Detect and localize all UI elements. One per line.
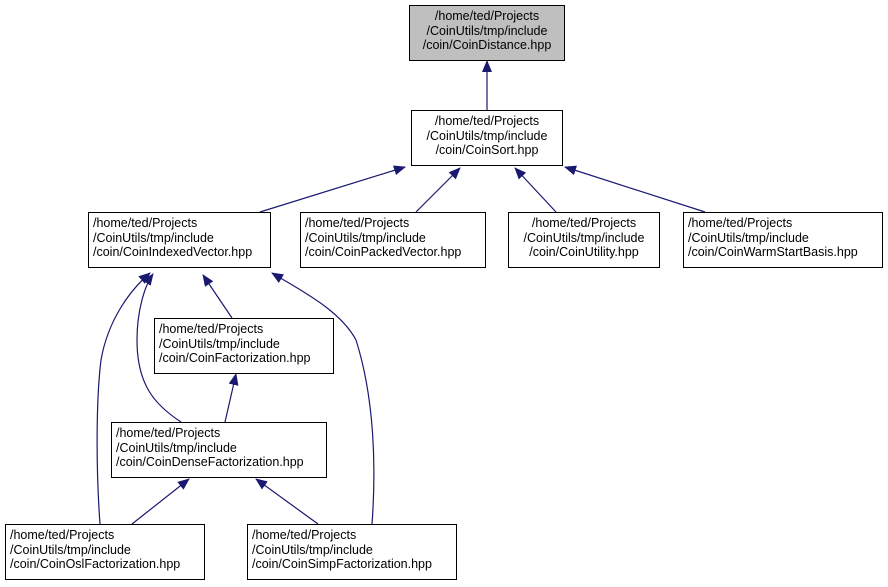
node-path-line: /CoinUtils/tmp/include	[159, 336, 280, 351]
edge-osl-to-indexed	[96, 272, 151, 525]
node-path-line: /coin/CoinSort.hpp	[435, 143, 539, 157]
edge-dense-to-indexed	[136, 273, 182, 423]
edge-osl-to-dense	[131, 478, 190, 525]
node-coin-packed-vector[interactable]: /home/ted/Projects /CoinUtils/tmp/includ…	[300, 212, 486, 268]
node-path-line: /home/ted/Projects	[116, 426, 221, 440]
node-path-line: /CoinUtils/tmp/include	[252, 542, 373, 557]
node-coin-factorization[interactable]: /home/ted/Projects /CoinUtils/tmp/includ…	[154, 318, 334, 374]
node-path-line: /CoinUtils/tmp/include	[523, 230, 645, 245]
node-path-line: /CoinUtils/tmp/include	[93, 230, 214, 245]
edge-warm-to-sort	[564, 165, 706, 213]
node-path-line: /coin/CoinUtility.hpp	[529, 245, 639, 259]
node-path-line: /coin/CoinDistance.hpp	[422, 38, 552, 52]
edge-utility-to-sort	[514, 167, 557, 213]
node-path-line: /coin/CoinSimpFactorization.hpp	[252, 557, 432, 571]
node-path-line: /CoinUtils/tmp/include	[116, 440, 237, 455]
edge-factorization-to-indexed	[202, 274, 233, 319]
node-path-line: /coin/CoinDenseFactorization.hpp	[116, 455, 304, 469]
node-path-line: /coin/CoinOslFactorization.hpp	[10, 557, 181, 571]
node-path-line: /home/ted/Projects	[305, 216, 410, 230]
node-path-line: /home/ted/Projects	[531, 216, 637, 230]
node-path-line: /home/ted/Projects	[93, 216, 198, 230]
node-coin-simp-factorization[interactable]: /home/ted/Projects /CoinUtils/tmp/includ…	[247, 524, 457, 580]
edge-simp-to-indexed	[271, 272, 375, 525]
node-coin-indexed-vector[interactable]: /home/ted/Projects /CoinUtils/tmp/includ…	[88, 212, 271, 268]
node-path-line: /coin/CoinWarmStartBasis.hpp	[688, 245, 858, 259]
node-path-line: /CoinUtils/tmp/include	[305, 230, 426, 245]
node-path-line: /home/ted/Projects	[434, 9, 540, 23]
edge-dense-to-factorization	[224, 373, 239, 423]
node-path-line: /CoinUtils/tmp/include	[426, 23, 548, 38]
edge-indexed-to-sort	[259, 165, 406, 213]
node-path-line: /home/ted/Projects	[159, 322, 264, 336]
node-coin-distance[interactable]: /home/ted/Projects /CoinUtils/tmp/includ…	[409, 5, 565, 61]
node-path-line: /home/ted/Projects	[434, 114, 540, 128]
node-coin-dense-factorization[interactable]: /home/ted/Projects /CoinUtils/tmp/includ…	[111, 422, 327, 478]
node-coin-sort[interactable]: /home/ted/Projects /CoinUtils/tmp/includ…	[411, 110, 563, 166]
node-path-line: /home/ted/Projects	[688, 216, 793, 230]
node-path-line: /coin/CoinPackedVector.hpp	[305, 245, 462, 259]
node-path-line: /CoinUtils/tmp/include	[688, 230, 809, 245]
node-coin-utility[interactable]: /home/ted/Projects /CoinUtils/tmp/includ…	[508, 212, 660, 268]
node-coin-warm-start-basis[interactable]: /home/ted/Projects /CoinUtils/tmp/includ…	[683, 212, 883, 268]
node-path-line: /CoinUtils/tmp/include	[426, 128, 548, 143]
edge-packed-to-sort	[415, 167, 461, 213]
edge-simp-to-dense	[255, 478, 319, 525]
node-coin-osl-factorization[interactable]: /home/ted/Projects /CoinUtils/tmp/includ…	[5, 524, 205, 580]
node-path-line: /home/ted/Projects	[10, 528, 115, 542]
node-path-line: /home/ted/Projects	[252, 528, 357, 542]
node-path-line: /CoinUtils/tmp/include	[10, 542, 131, 557]
node-path-line: /coin/CoinIndexedVector.hpp	[93, 245, 253, 259]
node-path-line: /coin/CoinFactorization.hpp	[159, 351, 311, 365]
